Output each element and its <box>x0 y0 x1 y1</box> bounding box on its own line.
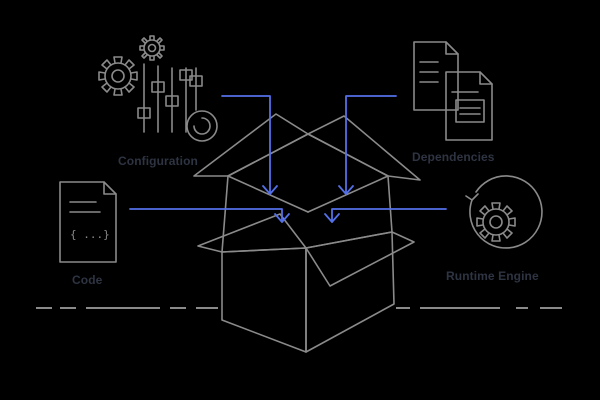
arrow-configuration <box>221 95 278 195</box>
configuration-icon <box>98 35 218 142</box>
arrow-dependencies <box>338 95 397 195</box>
code-file-icon: { ...} <box>59 181 117 263</box>
dependencies-icon <box>413 41 493 141</box>
label-runtime-engine: Runtime Engine <box>446 269 539 283</box>
label-configuration: Configuration <box>118 154 198 168</box>
label-dependencies: Dependencies <box>412 150 495 164</box>
arrow-code <box>129 208 290 223</box>
runtime-engine-icon <box>465 175 543 249</box>
open-box-icon <box>193 113 421 353</box>
arrow-runtime-engine <box>324 208 447 223</box>
label-code: Code <box>72 273 103 287</box>
code-glyph: { ...} <box>70 228 110 241</box>
